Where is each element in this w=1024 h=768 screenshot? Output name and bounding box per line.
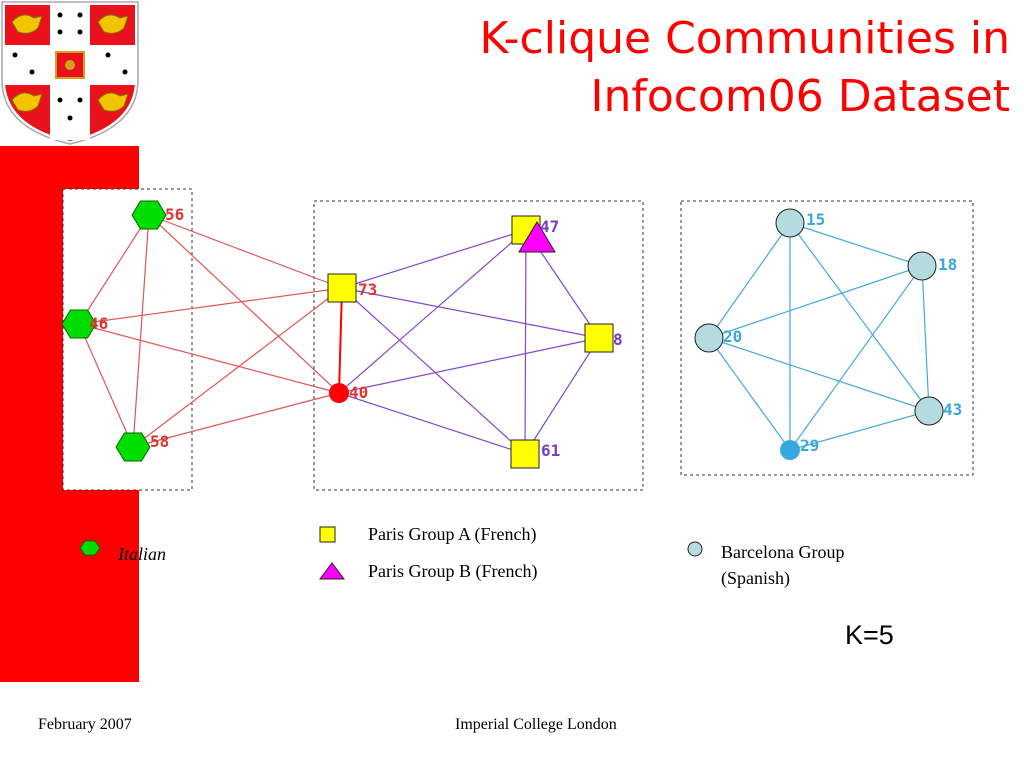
node-label-40: 40 [349,383,368,402]
legend-barcelona-marker [687,541,703,557]
node-43 [914,396,944,426]
edge-40-47 [338,229,527,394]
node-20 [694,323,724,353]
paris-group-box [313,200,644,491]
edge-43-29 [789,410,930,451]
node-label-8: 8 [613,330,623,349]
legend-barcelona-line-1: Barcelona Group [721,542,845,562]
edge-46-73 [78,287,343,325]
node-label-46: 46 [89,314,108,333]
edge-58-40 [132,392,340,448]
edge-15-18 [789,222,923,267]
node-46 [61,309,97,339]
k-value: K=5 [845,620,894,650]
node-73 [327,273,357,303]
node-label-58: 58 [150,432,169,451]
title-line-2: Infocom06 Dataset [590,71,1010,122]
edge-73-40 [338,287,343,394]
footer-date: February 2007 [38,716,132,733]
edge-73-8 [341,287,600,339]
edge-15-20 [708,222,791,339]
legend-paris-b-marker [319,562,345,580]
edge-56-73 [148,214,343,289]
edge-73-47 [341,229,527,289]
edge-8-61 [524,337,600,455]
edge-46-40 [78,323,340,394]
cambridge-crest-icon [1,1,139,145]
node-58 [115,432,151,462]
edge-46-58 [78,323,134,448]
node-label-73: 73 [358,280,377,299]
legend-paris-b-label: Paris Group B (French) [368,561,538,581]
node-label-61: 61 [541,441,560,460]
node-47 [511,215,556,253]
footer-organization: Imperial College London [455,716,617,733]
edge-56-46 [78,214,150,325]
node-label-29: 29 [800,436,819,455]
node-label-18: 18 [938,255,957,274]
legend-paris-a-marker [319,526,336,543]
edge-56-40 [148,214,340,394]
legend-barcelona-line-2: (Spanish) [721,568,790,588]
edge-40-61 [338,392,526,455]
slide-title: K-clique Communities in Infocom06 Datase… [360,10,1010,126]
edge-20-43 [708,337,930,412]
edge-40-8 [338,337,600,394]
edge-58-73 [132,287,343,448]
node-8 [584,323,614,353]
edge-56-58 [132,214,150,448]
edge-47-61 [524,229,527,455]
node-56 [131,200,167,230]
node-29 [780,440,800,460]
title-line-1: K-clique Communities in [479,13,1010,64]
edge-18-29 [789,265,923,451]
node-61 [510,439,540,469]
node-label-15: 15 [806,210,825,229]
edge-18-20 [708,265,923,339]
barcelona-group-box [680,200,974,476]
legend-italian-label: Italian [118,544,166,564]
edge-73-61 [341,287,526,455]
node-label-56: 56 [165,205,184,224]
node-label-43: 43 [943,400,962,419]
legend-barcelona-label: Barcelona Group (Spanish) [721,539,844,591]
edge-18-43 [921,265,930,412]
node-label-47: 47 [540,217,559,236]
legend-italian-marker [79,540,101,556]
node-18 [907,251,937,281]
legend-paris-a-label: Paris Group A (French) [368,524,537,544]
node-15 [775,208,805,238]
edge-15-43 [789,222,930,412]
node-label-20: 20 [723,327,742,346]
edge-20-29 [708,337,791,451]
node-40 [329,383,349,403]
